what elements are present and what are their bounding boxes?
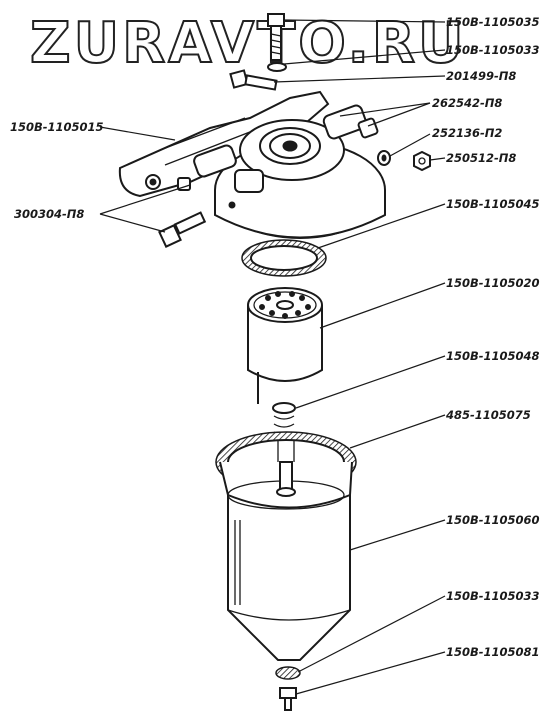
label-drain-washer: 150B-1105033 (446, 589, 540, 603)
nut (413, 150, 431, 172)
leader-lines (99, 19, 446, 695)
label-gasket: 150B-1105045 (446, 197, 540, 211)
label-filter-cover: 150B-1105015 (10, 120, 104, 134)
fitting-bolt (229, 69, 278, 91)
top-bolt (267, 13, 285, 61)
drain-plug (279, 687, 297, 711)
top-washer (267, 62, 287, 72)
watermark-text: ZURAVTO.RU (30, 11, 467, 76)
small-washer-hole (381, 154, 387, 162)
label-drain-plug: 150B-1105081 (446, 645, 540, 659)
label-bowl-gasket: 485-1105075 (445, 408, 531, 422)
label-washer-small: 252136-П2 (432, 126, 502, 140)
bowl (215, 431, 357, 661)
label-nut: 250512-П8 (446, 151, 516, 165)
label-filter-element: 150B-1105020 (446, 276, 540, 290)
gasket (241, 239, 327, 277)
label-spring: 150B-1105048 (446, 349, 540, 363)
label-bolt-top: 150B-1105035 (446, 15, 540, 29)
filter-element (247, 287, 323, 404)
label-plug: 262542-П8 (432, 96, 502, 110)
filter-cover (118, 90, 386, 239)
drain-washer (275, 666, 301, 680)
label-washer-top: 150B-1105033 (446, 43, 540, 57)
nut-hole (418, 157, 426, 165)
mounting-bolt (158, 211, 207, 248)
label-bowl: 150B-1105060 (446, 513, 540, 527)
label-bolt-fitting: 201499-П8 (446, 69, 516, 83)
label-bolt-mount: 300304-П8 (14, 207, 84, 221)
